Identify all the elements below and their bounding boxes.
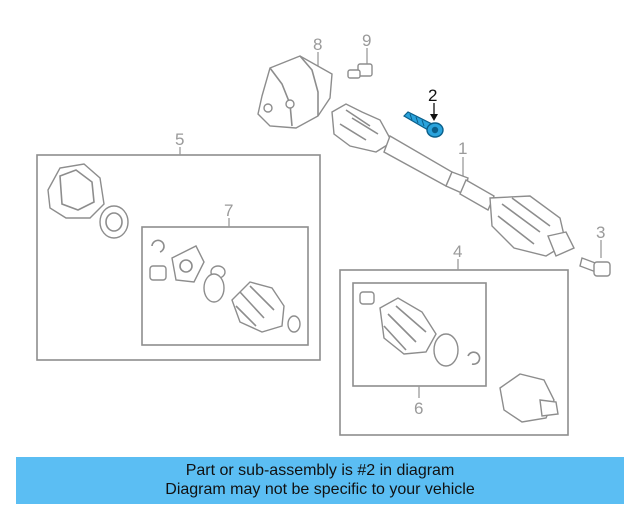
outer-joint-part-5 <box>47 163 129 239</box>
callout-3: 3 <box>596 223 605 242</box>
heat-shield-part-8 <box>257 55 333 129</box>
inner-joint-part-7 <box>149 239 301 333</box>
callout-1: 1 <box>458 139 467 158</box>
callout-4: 4 <box>453 242 462 261</box>
group-box-7 <box>141 226 309 346</box>
group-box-4 <box>339 269 569 436</box>
group-box-5 <box>36 154 321 361</box>
callout-6: 6 <box>414 399 423 418</box>
bolt-part-3 <box>579 257 611 277</box>
callout-7: 7 <box>224 201 233 220</box>
banner-line-1: Part or sub-assembly is #2 in diagram <box>185 462 455 479</box>
inner-joint-part-4 <box>359 291 559 423</box>
callout-5: 5 <box>175 130 184 149</box>
bolt-part-2 <box>403 111 444 138</box>
callout-9: 9 <box>362 31 371 50</box>
callout-2: 2 <box>428 86 437 105</box>
info-banner: Part or sub-assembly is #2 in diagram Di… <box>16 457 624 504</box>
axle-shaft-part-1 <box>331 103 575 257</box>
bolt-part-9 <box>347 63 373 79</box>
callout-8: 8 <box>313 35 322 54</box>
banner-line-2: Diagram may not be specific to your vehi… <box>165 481 475 498</box>
